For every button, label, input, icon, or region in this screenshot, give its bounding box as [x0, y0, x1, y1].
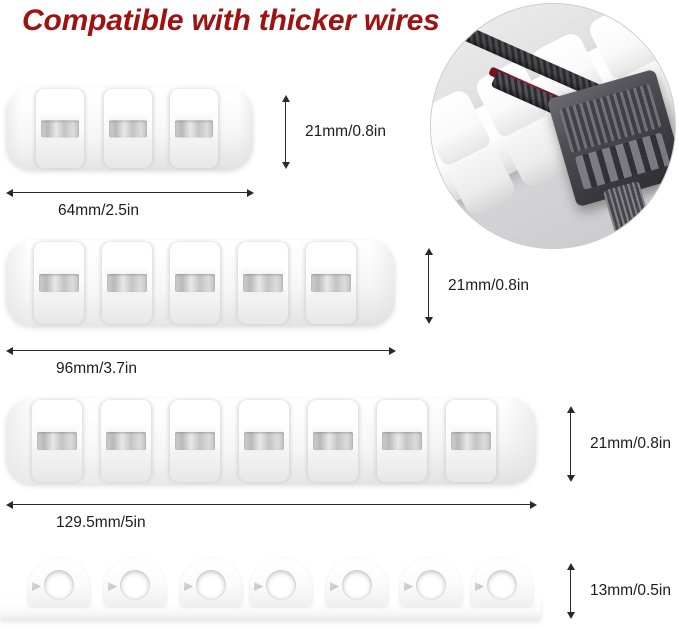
profile-arch-loop — [326, 558, 388, 606]
profile-arch-hole — [196, 570, 226, 600]
profile-arch-loop — [180, 558, 242, 606]
arrow-head-left — [6, 500, 13, 509]
arrow-head-bottom — [566, 475, 575, 482]
cable-slot-tooth — [308, 400, 358, 482]
tooth-groove — [40, 119, 80, 138]
arrow-head-top — [566, 563, 575, 570]
product-photo-circle — [430, 3, 676, 249]
arrow-head-top — [424, 248, 433, 255]
product-7-slot-clip — [6, 398, 536, 484]
cable-slot-tooth — [34, 242, 84, 324]
dimension-label-clip2-length: 96mm/3.7in — [56, 360, 137, 377]
profile-arch-hole — [120, 570, 150, 600]
profile-arch-hole — [487, 570, 517, 600]
profile-arch-hole — [342, 570, 372, 600]
arrow-line — [11, 192, 249, 193]
profile-arch-loop — [250, 558, 312, 606]
profile-arch-tab — [108, 582, 117, 591]
arrow-head-bottom — [566, 612, 575, 619]
dimension-label-profile-height: 13mm/0.5in — [590, 582, 671, 599]
tooth-groove — [311, 273, 351, 293]
arrow-line — [570, 568, 571, 614]
profile-arch-loop — [104, 558, 166, 606]
profile-arch-tab — [330, 582, 339, 591]
dimension-arrow-horizontal-clip1 — [6, 188, 254, 197]
profile-arch-loop — [400, 558, 462, 606]
profile-arch-loop — [471, 558, 533, 606]
photo-connector-pin — [603, 180, 652, 238]
dimension-label-clip3-length: 129.5mm/5in — [56, 514, 146, 531]
cable-slot-tooth — [36, 89, 84, 168]
tooth-groove — [244, 431, 284, 451]
arrow-line — [285, 100, 286, 164]
profile-arch-hole — [44, 570, 74, 600]
dimension-label-clip1-length: 64mm/2.5in — [58, 202, 139, 219]
dimension-label-clip3-height: 21mm/0.8in — [590, 435, 671, 452]
tooth-groove — [175, 431, 215, 451]
arrow-head-bottom — [281, 162, 290, 169]
cable-slot-tooth — [170, 89, 218, 168]
cable-slot-tooth — [238, 242, 288, 324]
tooth-groove — [313, 431, 353, 451]
tooth-groove — [108, 119, 148, 138]
tooth-groove — [382, 431, 422, 451]
cable-slot-tooth — [32, 400, 82, 482]
tooth-groove — [451, 431, 491, 451]
cable-slot-tooth — [101, 400, 151, 482]
arrow-head-top — [566, 406, 575, 413]
dimension-arrow-vertical-clip2 — [424, 248, 433, 324]
tooth-groove — [175, 273, 215, 293]
arrow-head-left — [6, 346, 13, 355]
tooth-groove — [39, 273, 79, 293]
profile-arch-tab — [404, 582, 413, 591]
arrow-head-left — [6, 188, 13, 197]
cable-slot-tooth — [104, 89, 152, 168]
cable-slot-tooth — [170, 242, 220, 324]
cable-slot-tooth — [239, 400, 289, 482]
dimension-arrow-vertical-clip3 — [566, 406, 575, 482]
dimension-arrow-horizontal-clip3 — [6, 500, 537, 509]
dimension-arrow-vertical-clip1 — [281, 95, 290, 169]
profile-arch-tab — [32, 582, 41, 591]
cable-slot-tooth — [306, 242, 356, 324]
profile-arch-tab — [184, 582, 193, 591]
dimension-label-clip2-height: 21mm/0.8in — [448, 277, 529, 294]
dimension-label-clip1-height: 21mm/0.8in — [305, 123, 386, 140]
arrow-head-top — [281, 95, 290, 102]
tooth-groove — [107, 273, 147, 293]
arrow-head-right — [247, 188, 254, 197]
profile-arch-tab — [475, 582, 484, 591]
arrow-head-right — [389, 346, 396, 355]
arrow-line — [11, 504, 532, 505]
cable-slot-tooth — [377, 400, 427, 482]
arrow-line — [570, 411, 571, 477]
photo-inner — [431, 4, 675, 248]
product-5-slot-clip — [6, 240, 395, 326]
product-3-slot-clip — [6, 87, 253, 170]
profile-arch-loop — [28, 558, 90, 606]
arrow-line — [11, 350, 391, 351]
cable-slot-tooth — [170, 400, 220, 482]
tooth-groove — [106, 431, 146, 451]
dimension-arrow-vertical-profile — [566, 563, 575, 619]
dimension-arrow-horizontal-clip2 — [6, 346, 396, 355]
profile-arch-hole — [266, 570, 296, 600]
tooth-groove — [37, 431, 77, 451]
arrow-head-bottom — [424, 317, 433, 324]
cable-slot-tooth — [102, 242, 152, 324]
profile-arch-hole — [416, 570, 446, 600]
product-profile-view — [0, 558, 541, 620]
profile-arch-tab — [254, 582, 263, 591]
page-title: Compatible with thicker wires — [22, 4, 440, 37]
arrow-line — [428, 253, 429, 319]
cable-slot-tooth — [446, 400, 496, 482]
tooth-groove — [174, 119, 214, 138]
arrow-head-right — [530, 500, 537, 509]
tooth-groove — [243, 273, 283, 293]
